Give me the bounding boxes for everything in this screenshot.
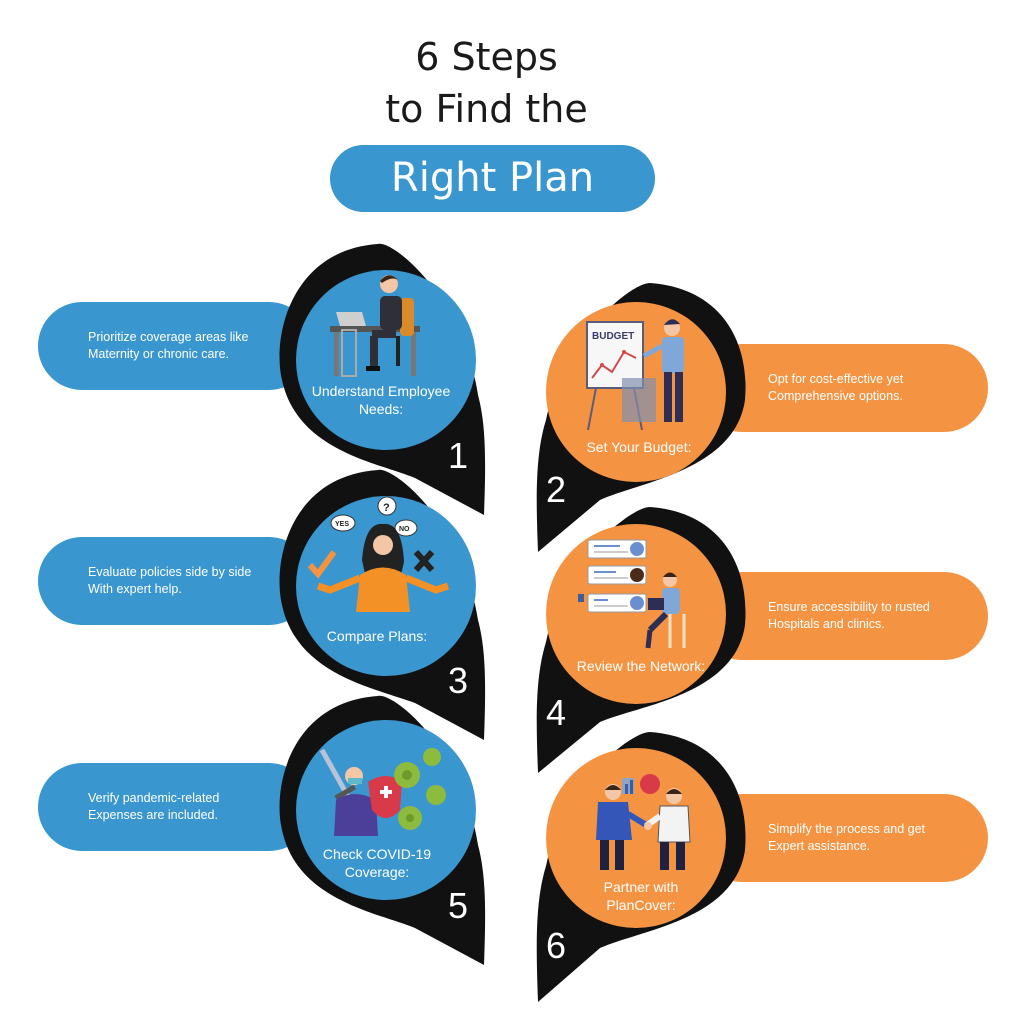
step-5-title: Coverage: <box>345 864 410 880</box>
step-6-description: Simplify the process and get Expert assi… <box>698 794 988 882</box>
yes-label: YES <box>335 521 349 528</box>
step-3-description: Evaluate policies side by side With expe… <box>38 537 313 625</box>
step-6-title: Partner with <box>604 879 679 895</box>
step-3-title: Compare Plans: <box>327 628 427 644</box>
step-6-title: PlanCover: <box>606 897 675 913</box>
title-line-1: 6 Steps <box>415 35 558 79</box>
step-3-number: 3 <box>448 660 468 701</box>
budget-label: BUDGET <box>592 331 634 342</box>
step-1-title: Understand Employee <box>312 383 451 399</box>
step-6-desc-line: Expert assistance. <box>768 839 871 853</box>
step-4-number: 4 <box>546 692 566 733</box>
step-4-desc-line: Ensure accessibility to rusted <box>768 600 930 614</box>
step-2-description: Opt for cost-effective yet Comprehensive… <box>698 344 988 432</box>
step-1-desc-line: Maternity or chronic care. <box>88 347 230 361</box>
handshake-icon <box>596 774 691 870</box>
step-4-title: Review the Network: <box>577 658 705 674</box>
title-line-2: to Find the <box>385 87 588 131</box>
step-1-description: Prioritize coverage areas like Maternity… <box>38 302 313 390</box>
step-3-desc-line: With expert help. <box>88 582 182 596</box>
step-5-number: 5 <box>448 885 468 926</box>
step-6-desc-line: Simplify the process and get <box>768 822 926 836</box>
thinking-woman-icon: YES NO ? <box>307 496 450 612</box>
step-4-description: Ensure accessibility to rusted Hospitals… <box>698 572 988 660</box>
step-1-desc-line: Prioritize coverage areas like <box>88 330 249 344</box>
step-5-description: Verify pandemic-related Expenses are inc… <box>38 763 313 851</box>
step-5-title: Check COVID-19 <box>323 846 431 862</box>
employee-at-desk-icon <box>330 275 420 377</box>
no-label: NO <box>399 526 410 533</box>
step-2-number: 2 <box>546 469 566 510</box>
step-2-desc-line: Comprehensive options. <box>768 389 903 403</box>
review-ratings-icon <box>578 539 686 649</box>
title-highlight-pill: Right Plan <box>330 145 655 212</box>
step-5-desc-line: Expenses are included. <box>88 808 218 822</box>
question-label: ? <box>383 502 390 514</box>
step-6-number: 6 <box>546 925 566 966</box>
step-4-desc-line: Hospitals and clinics. <box>768 617 885 631</box>
step-1-title: Needs: <box>359 401 403 417</box>
step-2-desc-line: Opt for cost-effective yet <box>768 372 904 386</box>
budget-chart-icon: BUDGET <box>586 319 684 431</box>
step-1-number: 1 <box>448 435 468 476</box>
step-3-desc-line: Evaluate policies side by side <box>88 565 252 579</box>
step-5-desc-line: Verify pandemic-related <box>88 791 220 805</box>
virus-shield-icon <box>319 748 446 836</box>
step-2-title: Set Your Budget: <box>586 439 691 455</box>
